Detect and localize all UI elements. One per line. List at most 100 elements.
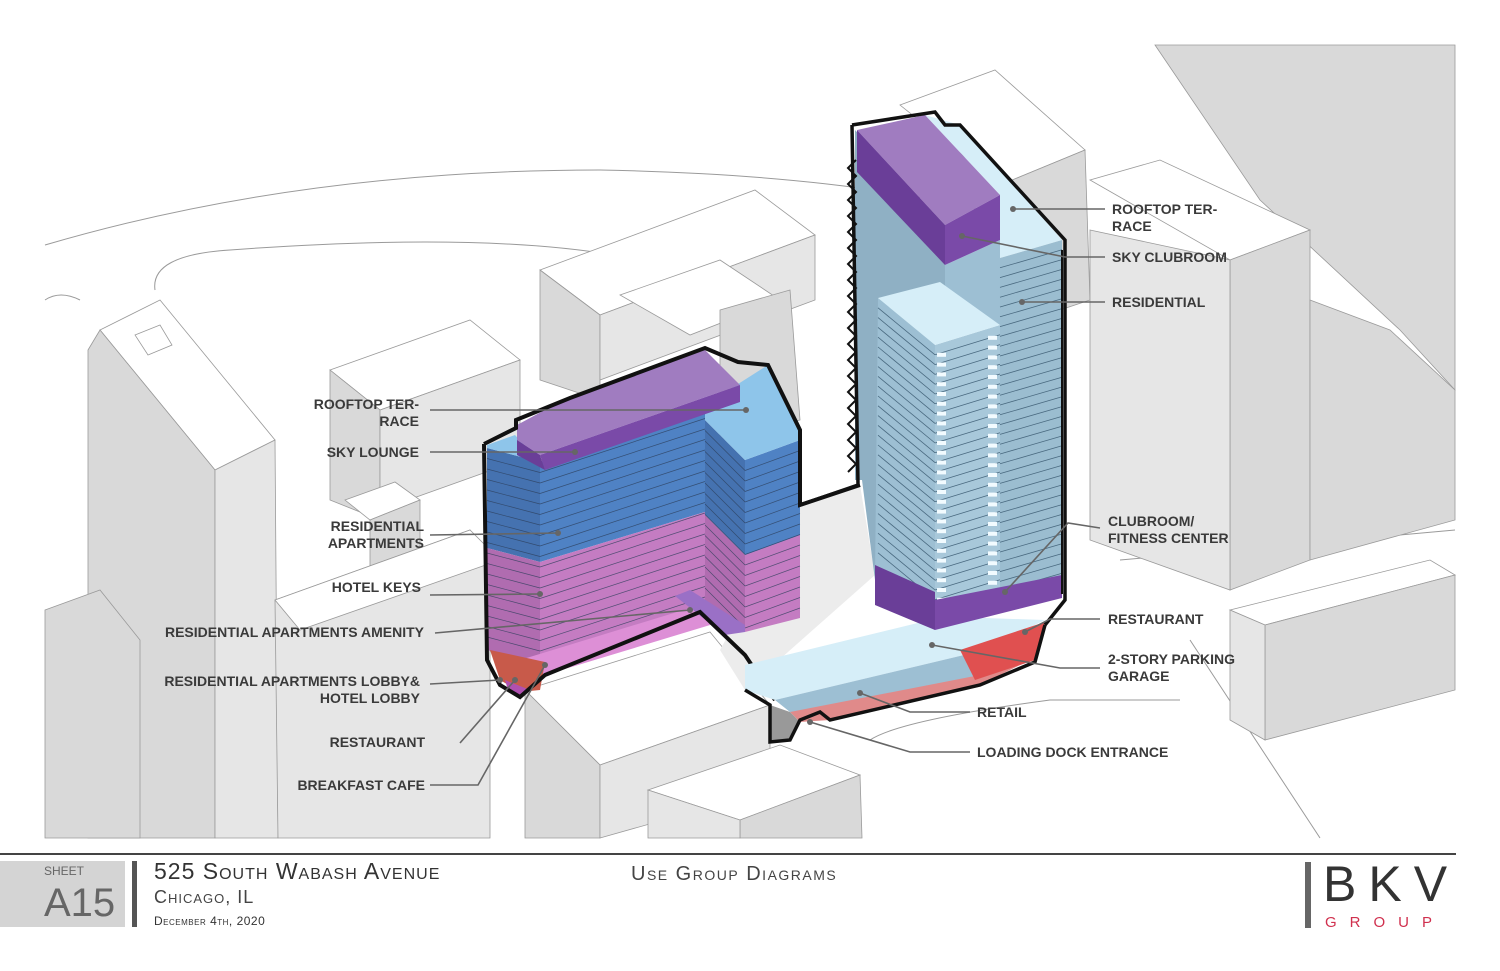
balcony (937, 421, 946, 426)
floor-line (877, 434, 936, 483)
balcony (988, 453, 997, 458)
balcony (988, 482, 997, 487)
floor-line (877, 523, 936, 571)
floor-line (877, 405, 936, 454)
floor-line (999, 504, 1063, 523)
sheet-title: Use Group Diagrams (631, 863, 838, 885)
floor-line (539, 439, 706, 494)
floor-line (704, 482, 746, 524)
floor-line (999, 474, 1063, 494)
floor-line (999, 445, 1063, 465)
floor-line (999, 259, 1063, 278)
floor-line (704, 577, 746, 618)
label-rooftop-terrace-right: ROOFTOP TER-RACE (1112, 201, 1218, 234)
floor-line (486, 626, 541, 641)
floor-line (877, 493, 936, 542)
floor-line (877, 503, 936, 552)
sheet-box (0, 861, 125, 927)
balcony (937, 470, 946, 475)
floor-line (877, 532, 936, 581)
use-group-diagram: ROOFTOP TER-RACE SKY LOUNGE RESIDENTIALA… (44, 44, 1457, 839)
balcony (988, 522, 997, 526)
balcony (937, 401, 946, 406)
label-breakfast-cafe: BREAKFAST CAFE (297, 777, 425, 793)
bkv-group-logo: BKV GROUP (1305, 856, 1455, 932)
balcony (988, 463, 997, 468)
balcony (988, 502, 997, 507)
floor-line (999, 563, 1063, 582)
balcony (988, 492, 997, 497)
floor-line (704, 440, 746, 482)
balcony (988, 580, 997, 585)
floor-line (704, 430, 746, 471)
label-sky-lounge: SKY LOUNGE (327, 444, 419, 460)
floor-line (999, 327, 1063, 347)
floor-line (999, 308, 1063, 327)
floor-line (877, 415, 936, 463)
floor-line (999, 249, 1063, 269)
floor-line (877, 444, 936, 493)
label-rooftop-terrace-left: ROOFTOP TER-RACE (314, 396, 420, 429)
balcony (937, 568, 946, 573)
label-lobby: RESIDENTIAL APARTMENTS LOBBY&HOTEL LOBBY (164, 673, 420, 706)
floor-line (744, 481, 801, 503)
floor-line (877, 464, 936, 512)
project-city: Chicago, IL (154, 887, 255, 907)
balcony (988, 355, 997, 360)
balcony (937, 382, 946, 387)
balcony (937, 411, 946, 416)
label-hotel-keys: HOTEL KEYS (332, 579, 421, 595)
floor-line (744, 471, 801, 492)
title-rule (0, 853, 1456, 855)
floor-line (744, 607, 801, 629)
floor-line (704, 566, 746, 608)
floor-line (539, 460, 706, 515)
balcony (937, 548, 946, 553)
floor-line (999, 367, 1063, 386)
balcony (988, 424, 997, 428)
logo-bar (1305, 862, 1311, 928)
floor-line (999, 533, 1063, 553)
floor-line (704, 514, 746, 555)
project-date: December 4th, 2020 (154, 914, 266, 928)
balcony (988, 365, 997, 370)
floor-line (999, 376, 1063, 396)
floor-line (877, 346, 936, 395)
floor-line (486, 542, 541, 557)
label-residential: RESIDENTIAL (1112, 294, 1206, 310)
floor-line (877, 542, 936, 591)
floor-line (486, 573, 541, 589)
floor-line (744, 460, 801, 482)
floor-line (877, 366, 936, 414)
sheet-label: SHEET (44, 864, 85, 878)
balcony (988, 551, 997, 556)
floor-line (999, 465, 1063, 484)
floor-line (539, 428, 706, 484)
leader-lines (429, 206, 1105, 786)
balcony (937, 578, 946, 583)
floor-line (999, 484, 1063, 504)
parking-retail-podium (744, 618, 1047, 744)
floor-line (539, 544, 706, 599)
logo-sub: GROUP (1325, 914, 1446, 931)
floor-line (999, 523, 1063, 543)
balcony (937, 460, 946, 465)
balcony (937, 450, 946, 455)
label-restaurant-left: RESTAURANT (330, 734, 426, 750)
floor-line (744, 576, 801, 597)
floor-line (877, 336, 936, 385)
floor-line (999, 406, 1063, 425)
floor-line (539, 523, 706, 578)
floor-line (877, 317, 936, 365)
floor-line (486, 479, 541, 494)
floor-line (877, 307, 936, 356)
tower-floor-lines (877, 249, 1063, 602)
logo-main: BKV (1323, 856, 1460, 912)
floor-line (539, 418, 706, 473)
floor-line (999, 318, 1063, 337)
floor-line (877, 454, 936, 503)
balcony (988, 414, 997, 419)
floor-line (999, 425, 1063, 445)
